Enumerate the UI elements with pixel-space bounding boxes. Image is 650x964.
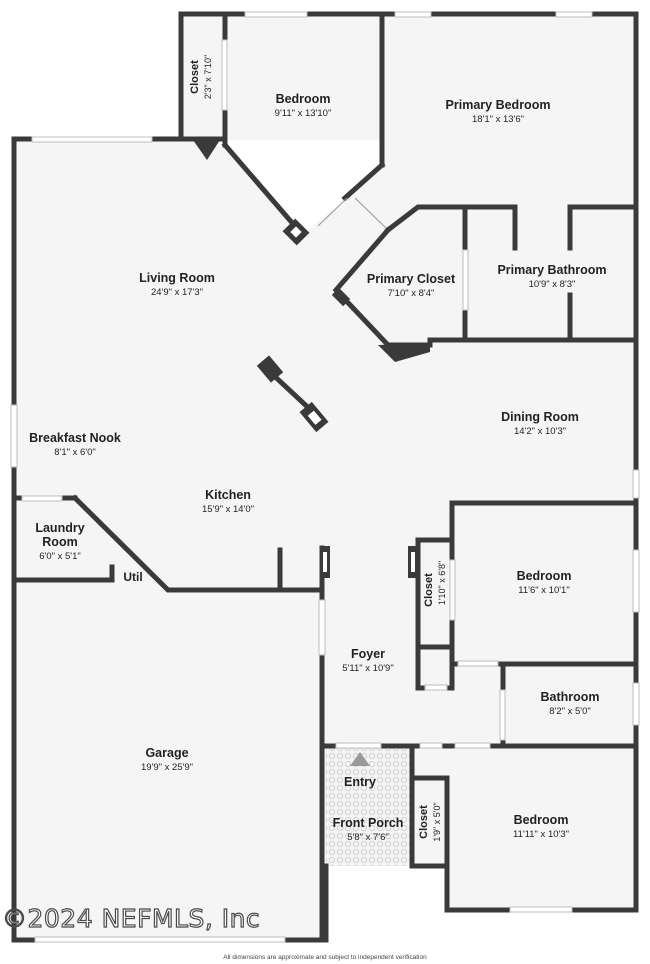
room-laundry-dims: 6'0" x 5'1" (39, 551, 81, 562)
room-dining-name: Dining Room (501, 410, 579, 424)
room-entry-name: Entry (344, 775, 376, 789)
room-primary-closet-name: Primary Closet (367, 272, 456, 286)
watermark: ©2024 NEFMLS, Inc (2, 904, 260, 933)
room-front-porch-dims: 5'8" x 7'6" (347, 832, 389, 843)
column-highlights (290, 226, 415, 572)
room-living-name: Living Room (139, 271, 215, 285)
room-closet-bottom-name: Closet (418, 805, 430, 839)
room-primary-bedroom-name: Primary Bedroom (446, 98, 551, 112)
room-closet-mid-dims: 1'10" x 6'8" (437, 561, 447, 605)
floor-fill (14, 14, 636, 938)
footer-note: All dimensions are approximate and subje… (223, 954, 427, 961)
room-closet-bottom-dims: 1'9" x 5'0" (432, 802, 442, 841)
room-primary-bedroom-dims: 18'1" x 13'6" (472, 114, 524, 125)
room-garage-name: Garage (145, 746, 188, 760)
room-kitchen-name: Kitchen (205, 488, 251, 502)
room-living-dims: 24'9" x 17'3" (151, 287, 203, 298)
room-primary-bathroom-dims: 10'9" x 8'3" (529, 279, 576, 290)
room-primary-bathroom-name: Primary Bathroom (497, 263, 606, 277)
room-bedroom-mid-name: Bedroom (517, 569, 572, 583)
room-foyer-dims: 5'11" x 10'9" (342, 663, 393, 674)
room-bedroom-bottom-dims: 11'11" x 10'3" (513, 829, 569, 840)
room-closet-top-name: Closet (189, 60, 201, 94)
doors (317, 197, 387, 229)
room-bathroom-name: Bathroom (540, 690, 599, 704)
room-bedroom-top-dims: 9'11" x 13'10" (275, 108, 332, 119)
room-util-name: Util (123, 570, 142, 584)
room-laundry-name-2: Room (42, 535, 77, 549)
room-dining-dims: 14'2" x 10'3" (514, 426, 566, 437)
room-bedroom-mid-dims: 11'6" x 10'1" (518, 585, 569, 596)
room-bedroom-top-name: Bedroom (276, 92, 331, 106)
room-bedroom-bottom-name: Bedroom (514, 813, 569, 827)
room-front-porch-name: Front Porch (333, 816, 404, 830)
room-primary-closet-dims: 7'10" x 8'4" (388, 288, 435, 299)
room-laundry-name-1: Laundry (35, 521, 84, 535)
front-porch-floor (326, 746, 412, 866)
windows (10, 11, 640, 943)
entry-arrow-icon (350, 752, 370, 766)
room-bathroom-dims: 8'2" x 5'0" (549, 706, 591, 717)
room-kitchen-dims: 15'9" x 14'0" (202, 504, 254, 515)
room-closet-mid-name: Closet (423, 573, 435, 607)
room-foyer-name: Foyer (351, 647, 385, 661)
room-breakfast-nook-name: Breakfast Nook (29, 431, 121, 445)
room-garage-dims: 19'9" x 25'9" (141, 762, 193, 773)
room-closet-top-dims: 2'3" x 7'10" (203, 55, 213, 99)
room-breakfast-nook-dims: 8'1" x 6'0" (54, 447, 96, 458)
